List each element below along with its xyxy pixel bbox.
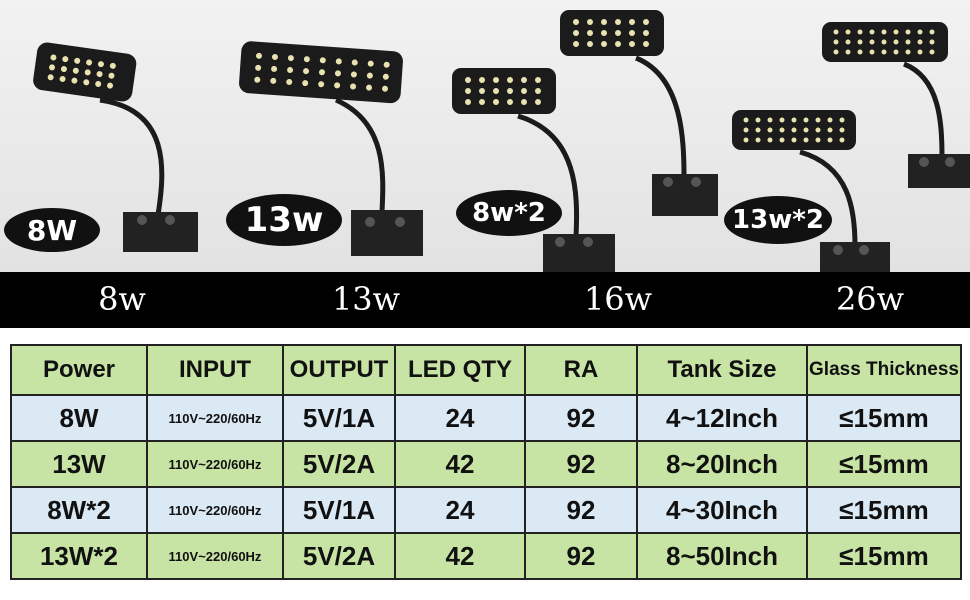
- badge-8w: 8W: [4, 208, 100, 252]
- cell-led-qty: 42: [394, 440, 526, 488]
- cell-input: 110V~220/60Hz: [146, 532, 284, 580]
- cell-glass-thickness: ≤15mm: [806, 532, 962, 580]
- band-label-26w: 26w: [835, 280, 905, 318]
- product-photo: 8W 13w: [0, 0, 970, 272]
- table-row: 13W 110V~220/60Hz 5V/2A 42 92 8~20Inch ≤…: [10, 440, 962, 488]
- badge-13w: 13w: [226, 194, 342, 246]
- cell-output: 5V/1A: [282, 486, 396, 534]
- cell-led-qty: 24: [394, 394, 526, 442]
- badge-13w-x2: 13w*2: [724, 196, 832, 244]
- cell-power: 13W: [10, 440, 148, 488]
- cell-output: 5V/2A: [282, 440, 396, 488]
- cell-ra: 92: [524, 486, 638, 534]
- lamp-8w-x2-image-b: [556, 6, 726, 221]
- cell-tank-size: 8~20Inch: [636, 440, 808, 488]
- col-header-power: Power: [10, 344, 148, 396]
- cell-ra: 92: [524, 394, 638, 442]
- badge-8w-x2: 8w*2: [456, 190, 562, 236]
- table-row: 8W*2 110V~220/60Hz 5V/1A 24 92 4~30Inch …: [10, 486, 962, 534]
- lamp-13w-image: [236, 41, 436, 262]
- lamp-13w-x2-image-a: [730, 106, 900, 272]
- band-label-16w: 16w: [583, 280, 653, 318]
- cell-output: 5V/2A: [282, 532, 396, 580]
- col-header-ra: RA: [524, 344, 638, 396]
- table-row: 8W 110V~220/60Hz 5V/1A 24 92 4~12Inch ≤1…: [10, 394, 962, 442]
- cell-input: 110V~220/60Hz: [146, 486, 284, 534]
- cell-led-qty: 24: [394, 486, 526, 534]
- col-header-input: INPUT: [146, 344, 284, 396]
- spec-table: Power INPUT OUTPUT LED QTY RA Tank Size …: [10, 344, 962, 580]
- lamp-13w-x2-image-b: [820, 18, 970, 193]
- band-label-8w: 8w: [98, 280, 146, 318]
- cell-power: 8W: [10, 394, 148, 442]
- cell-glass-thickness: ≤15mm: [806, 486, 962, 534]
- table-row: 13W*2 110V~220/60Hz 5V/2A 42 92 8~50Inch…: [10, 532, 962, 580]
- cell-tank-size: 4~12Inch: [636, 394, 808, 442]
- cell-ra: 92: [524, 440, 638, 488]
- col-header-led-qty: LED QTY: [394, 344, 526, 396]
- cell-led-qty: 42: [394, 532, 526, 580]
- power-band: 8w 13w 16w 26w: [0, 272, 970, 328]
- col-header-tank-size: Tank Size: [636, 344, 808, 396]
- lamp-8w-image: [30, 40, 210, 260]
- cell-input: 110V~220/60Hz: [146, 394, 284, 442]
- lamp-8w-x2-image-a: [448, 64, 618, 272]
- col-header-glass-thickness: Glass Thickness: [806, 344, 962, 396]
- cell-power: 13W*2: [10, 532, 148, 580]
- cell-ra: 92: [524, 532, 638, 580]
- table-header-row: Power INPUT OUTPUT LED QTY RA Tank Size …: [10, 344, 962, 396]
- cell-input: 110V~220/60Hz: [146, 440, 284, 488]
- cell-power: 8W*2: [10, 486, 148, 534]
- cell-glass-thickness: ≤15mm: [806, 394, 962, 442]
- col-header-output: OUTPUT: [282, 344, 396, 396]
- cell-tank-size: 4~30Inch: [636, 486, 808, 534]
- cell-output: 5V/1A: [282, 394, 396, 442]
- cell-tank-size: 8~50Inch: [636, 532, 808, 580]
- band-label-13w: 13w: [331, 280, 401, 318]
- cell-glass-thickness: ≤15mm: [806, 440, 962, 488]
